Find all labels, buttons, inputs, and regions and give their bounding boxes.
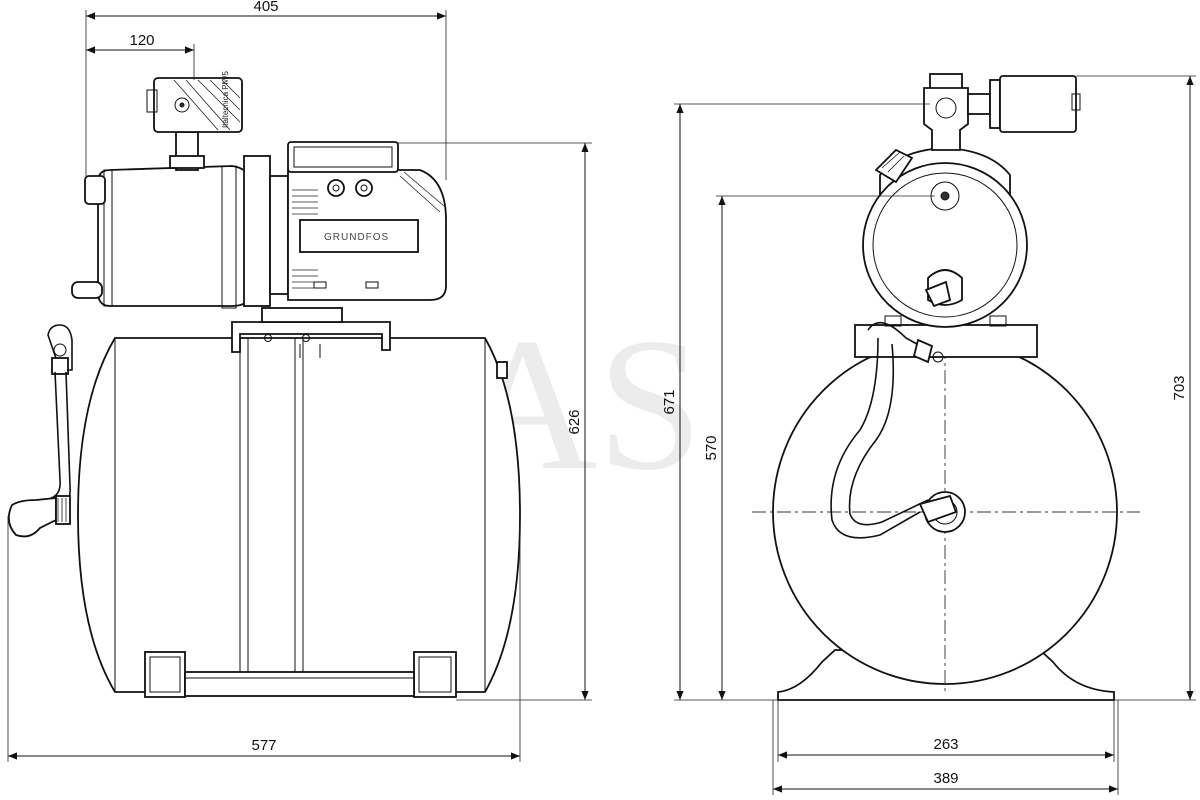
dim-tank-length: 577: [7, 516, 521, 762]
brand-label: GRUNDFOS: [324, 232, 389, 243]
side-tank: [77, 337, 521, 693]
front-hose: [830, 321, 966, 539]
dim-label-405: 405: [253, 0, 278, 15]
pressure-switch-label: Italtecnica PM/5: [221, 71, 230, 128]
dim-overall-width: 405: [85, 0, 447, 180]
dim-foot-outer-width: 389: [772, 700, 1119, 795]
pump-motor: [243, 155, 271, 307]
dim-total-height-left: 671: [661, 103, 930, 701]
dim-label-671: 671: [661, 389, 678, 414]
dim-height-to-pump: 626: [398, 142, 592, 701]
dim-label-263: 263: [933, 736, 958, 753]
dim-label-389: 389: [933, 770, 958, 787]
dim-foot-inner-width: 263: [777, 700, 1115, 762]
dim-inlet-height: 570: [703, 195, 935, 700]
dim-label-120: 120: [129, 32, 154, 49]
dim-label-570: 570: [703, 435, 720, 460]
side-view: GRUNDFOS Italtecnica PM/5: [7, 0, 592, 762]
front-pressure-switch: [999, 75, 1077, 133]
dim-switch-offset: 120: [86, 32, 195, 80]
pump-housing: [97, 165, 251, 307]
pressure-switch: Italtecnica PM/5: [146, 71, 243, 133]
dim-total-height-right: 703: [1076, 75, 1196, 701]
front-top-fitting: [923, 73, 1081, 151]
dim-label-626: 626: [566, 409, 583, 434]
front-pump-head: [862, 147, 1028, 328]
dim-label-703: 703: [1171, 375, 1188, 400]
side-foot-left: [144, 651, 186, 698]
side-foot-right: [413, 651, 457, 698]
dim-label-577: 577: [251, 737, 276, 754]
front-view: 671 570 703 263 389: [661, 73, 1196, 795]
side-hose: [7, 324, 73, 538]
